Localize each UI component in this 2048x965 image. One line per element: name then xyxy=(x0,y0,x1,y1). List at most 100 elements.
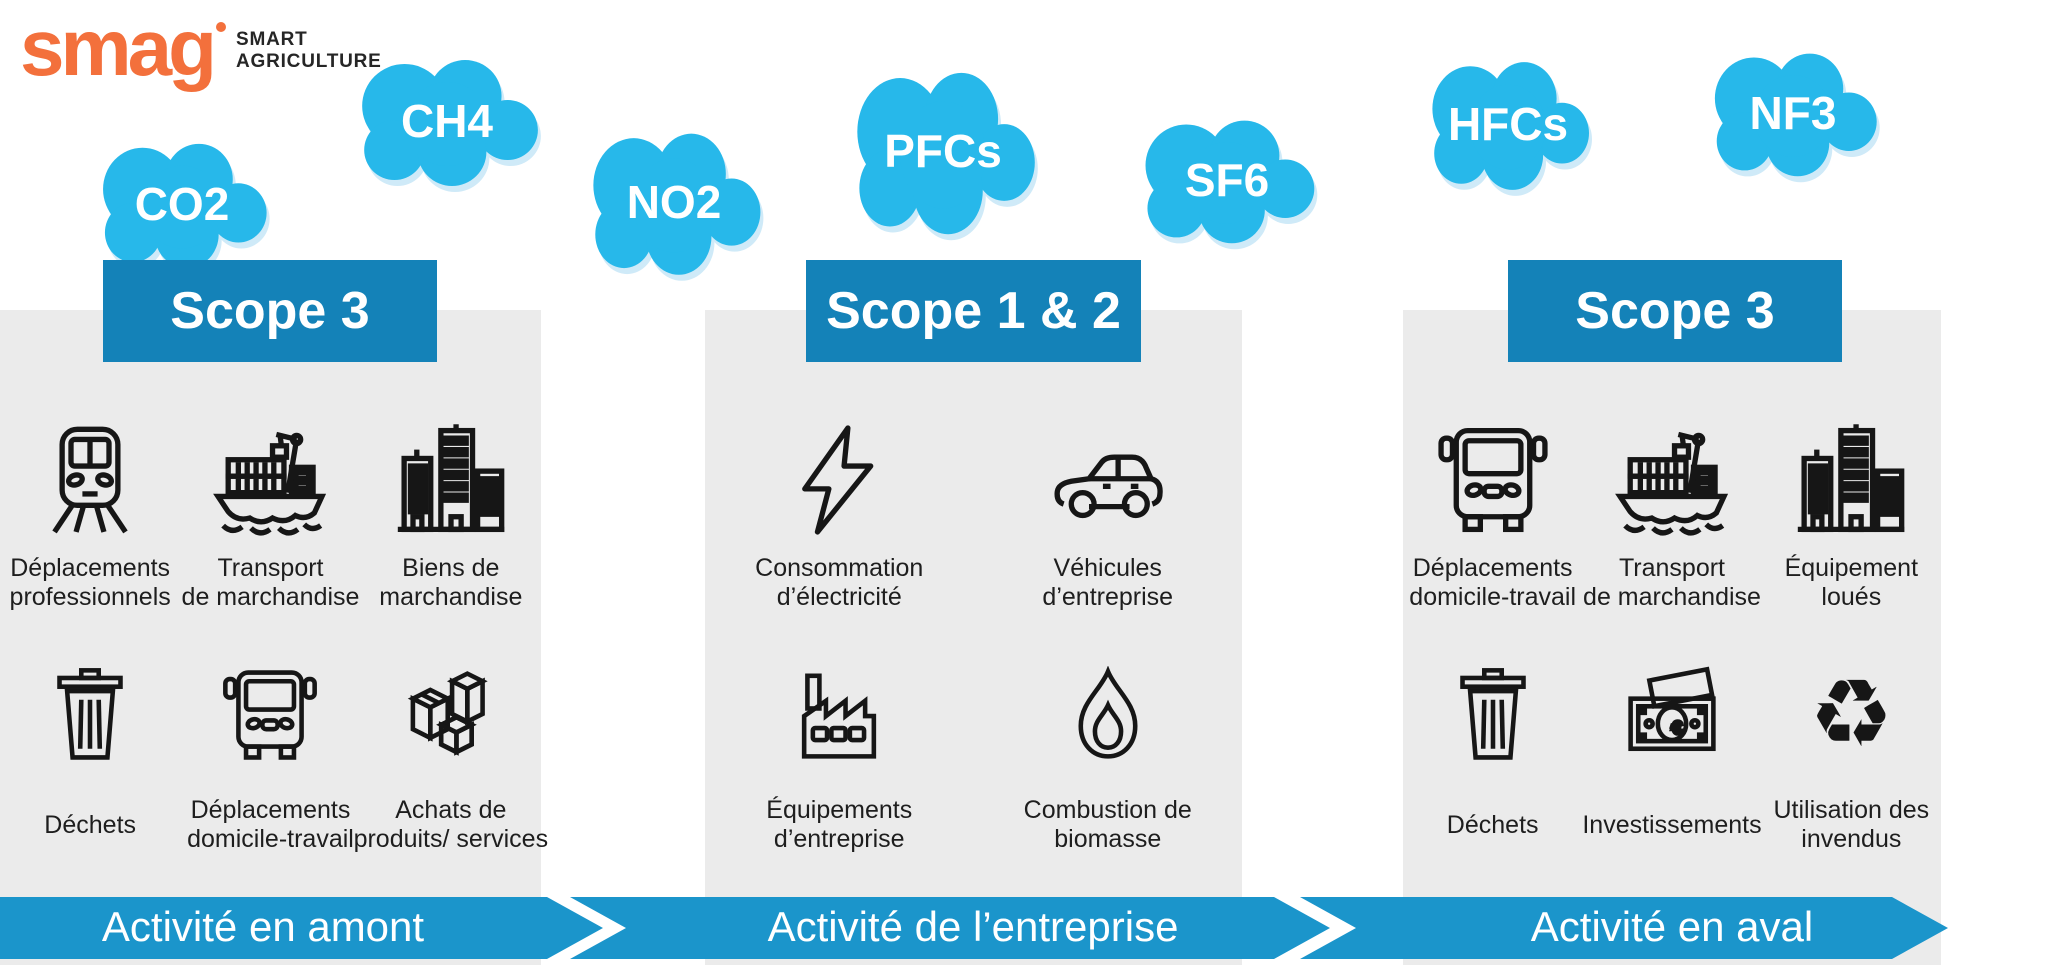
bolt-icon xyxy=(782,414,896,546)
recycle-icon: ♻ xyxy=(1809,666,1893,764)
gas-label: CH4 xyxy=(400,95,494,147)
activity-label-line: de marchandise xyxy=(1583,583,1761,611)
trash-icon xyxy=(1444,666,1542,764)
smag-logo-dot-icon xyxy=(215,22,226,32)
gas-label: NO2 xyxy=(626,176,722,228)
activity-label-line: de marchandise xyxy=(181,583,360,611)
scope-header-2: Scope 1 & 2 xyxy=(806,260,1141,362)
gas-cloud-sf6: SF6 xyxy=(1130,107,1324,253)
smag-wordmark: smag xyxy=(20,3,217,92)
smag-logo: smag SMART AGRICULTURE xyxy=(20,3,382,92)
gas-cloud-no2: NO2 xyxy=(578,118,770,286)
gas-cloud-ch4: CH4 xyxy=(346,46,548,196)
activity-label-line: Déplacements xyxy=(1412,554,1573,582)
activity-arrow-2: Activité de l’entreprise xyxy=(570,897,1330,959)
money-icon xyxy=(1623,666,1721,764)
car-icon xyxy=(1051,414,1165,546)
activity-label-line: Déchets xyxy=(44,810,137,839)
activity-label-line: biomasse xyxy=(1054,825,1162,853)
activity-label-line: Déplacements xyxy=(190,796,351,824)
activity-label: Déchets xyxy=(44,796,136,854)
activity-label-line: d’électricité xyxy=(776,583,902,611)
activity-item: Investissements xyxy=(1582,666,1762,854)
activity-label: Déchets xyxy=(1447,796,1539,854)
city-icon xyxy=(1794,414,1908,546)
activity-label-line: Transport xyxy=(217,554,324,582)
trash-icon xyxy=(41,666,139,764)
activity-item: Déchets xyxy=(0,666,180,854)
activity-label-line: produits/ services xyxy=(353,825,549,853)
scope-header-1: Scope 3 xyxy=(103,260,437,362)
ship-icon xyxy=(1615,414,1729,546)
activity-label-line: Consommation xyxy=(755,554,924,582)
activity-label-line: Biens de xyxy=(402,554,500,582)
recycle-glyph: ♻ xyxy=(1809,660,1894,769)
activity-label-line: loués xyxy=(1821,583,1882,611)
gas-label: CO2 xyxy=(134,178,230,230)
factory-icon xyxy=(790,666,888,764)
ship-icon xyxy=(213,414,327,546)
activity-label-line: Transport xyxy=(1618,554,1726,582)
gas-label: HFCs xyxy=(1447,98,1569,150)
activity-label-line: domicile-travail xyxy=(1409,583,1577,611)
activity-arrow-1: Activité en amont xyxy=(0,897,603,959)
smag-tagline-line2: AGRICULTURE xyxy=(235,51,382,72)
gas-label: PFCs xyxy=(884,125,1002,177)
gas-cloud-pfcs: PFCs xyxy=(841,55,1045,247)
bus-icon xyxy=(221,666,319,764)
activity-label-line: invendus xyxy=(1801,825,1902,853)
city-icon xyxy=(394,414,508,546)
activity-label: Investissements xyxy=(1582,796,1761,854)
gas-cloud-hfcs: HFCs xyxy=(1418,48,1598,200)
gas-label: SF6 xyxy=(1184,154,1270,206)
bus-icon xyxy=(1436,414,1550,546)
boxes-icon xyxy=(402,666,500,764)
activity-arrow-label: Activité de l’entreprise xyxy=(767,903,1179,951)
activity-label-line: marchandise xyxy=(379,583,523,611)
activity-label-line: Combustion de xyxy=(1023,796,1192,824)
train-icon xyxy=(33,414,147,546)
activity-label-line: d’entreprise xyxy=(1042,583,1174,611)
activity-label-line: Déplacements xyxy=(10,554,171,582)
activity-label-line: Équipement xyxy=(1784,554,1919,582)
activity-label-line: professionnels xyxy=(9,583,171,611)
activity-label-line: Utilisation des xyxy=(1773,796,1930,824)
smag-tagline-line1: SMART xyxy=(235,29,308,50)
flame-icon xyxy=(1059,666,1157,764)
activity-label-line: Équipements xyxy=(766,796,913,824)
activity-label-line: d’entreprise xyxy=(773,825,905,853)
activity-label-line: Investissements xyxy=(1582,810,1762,839)
